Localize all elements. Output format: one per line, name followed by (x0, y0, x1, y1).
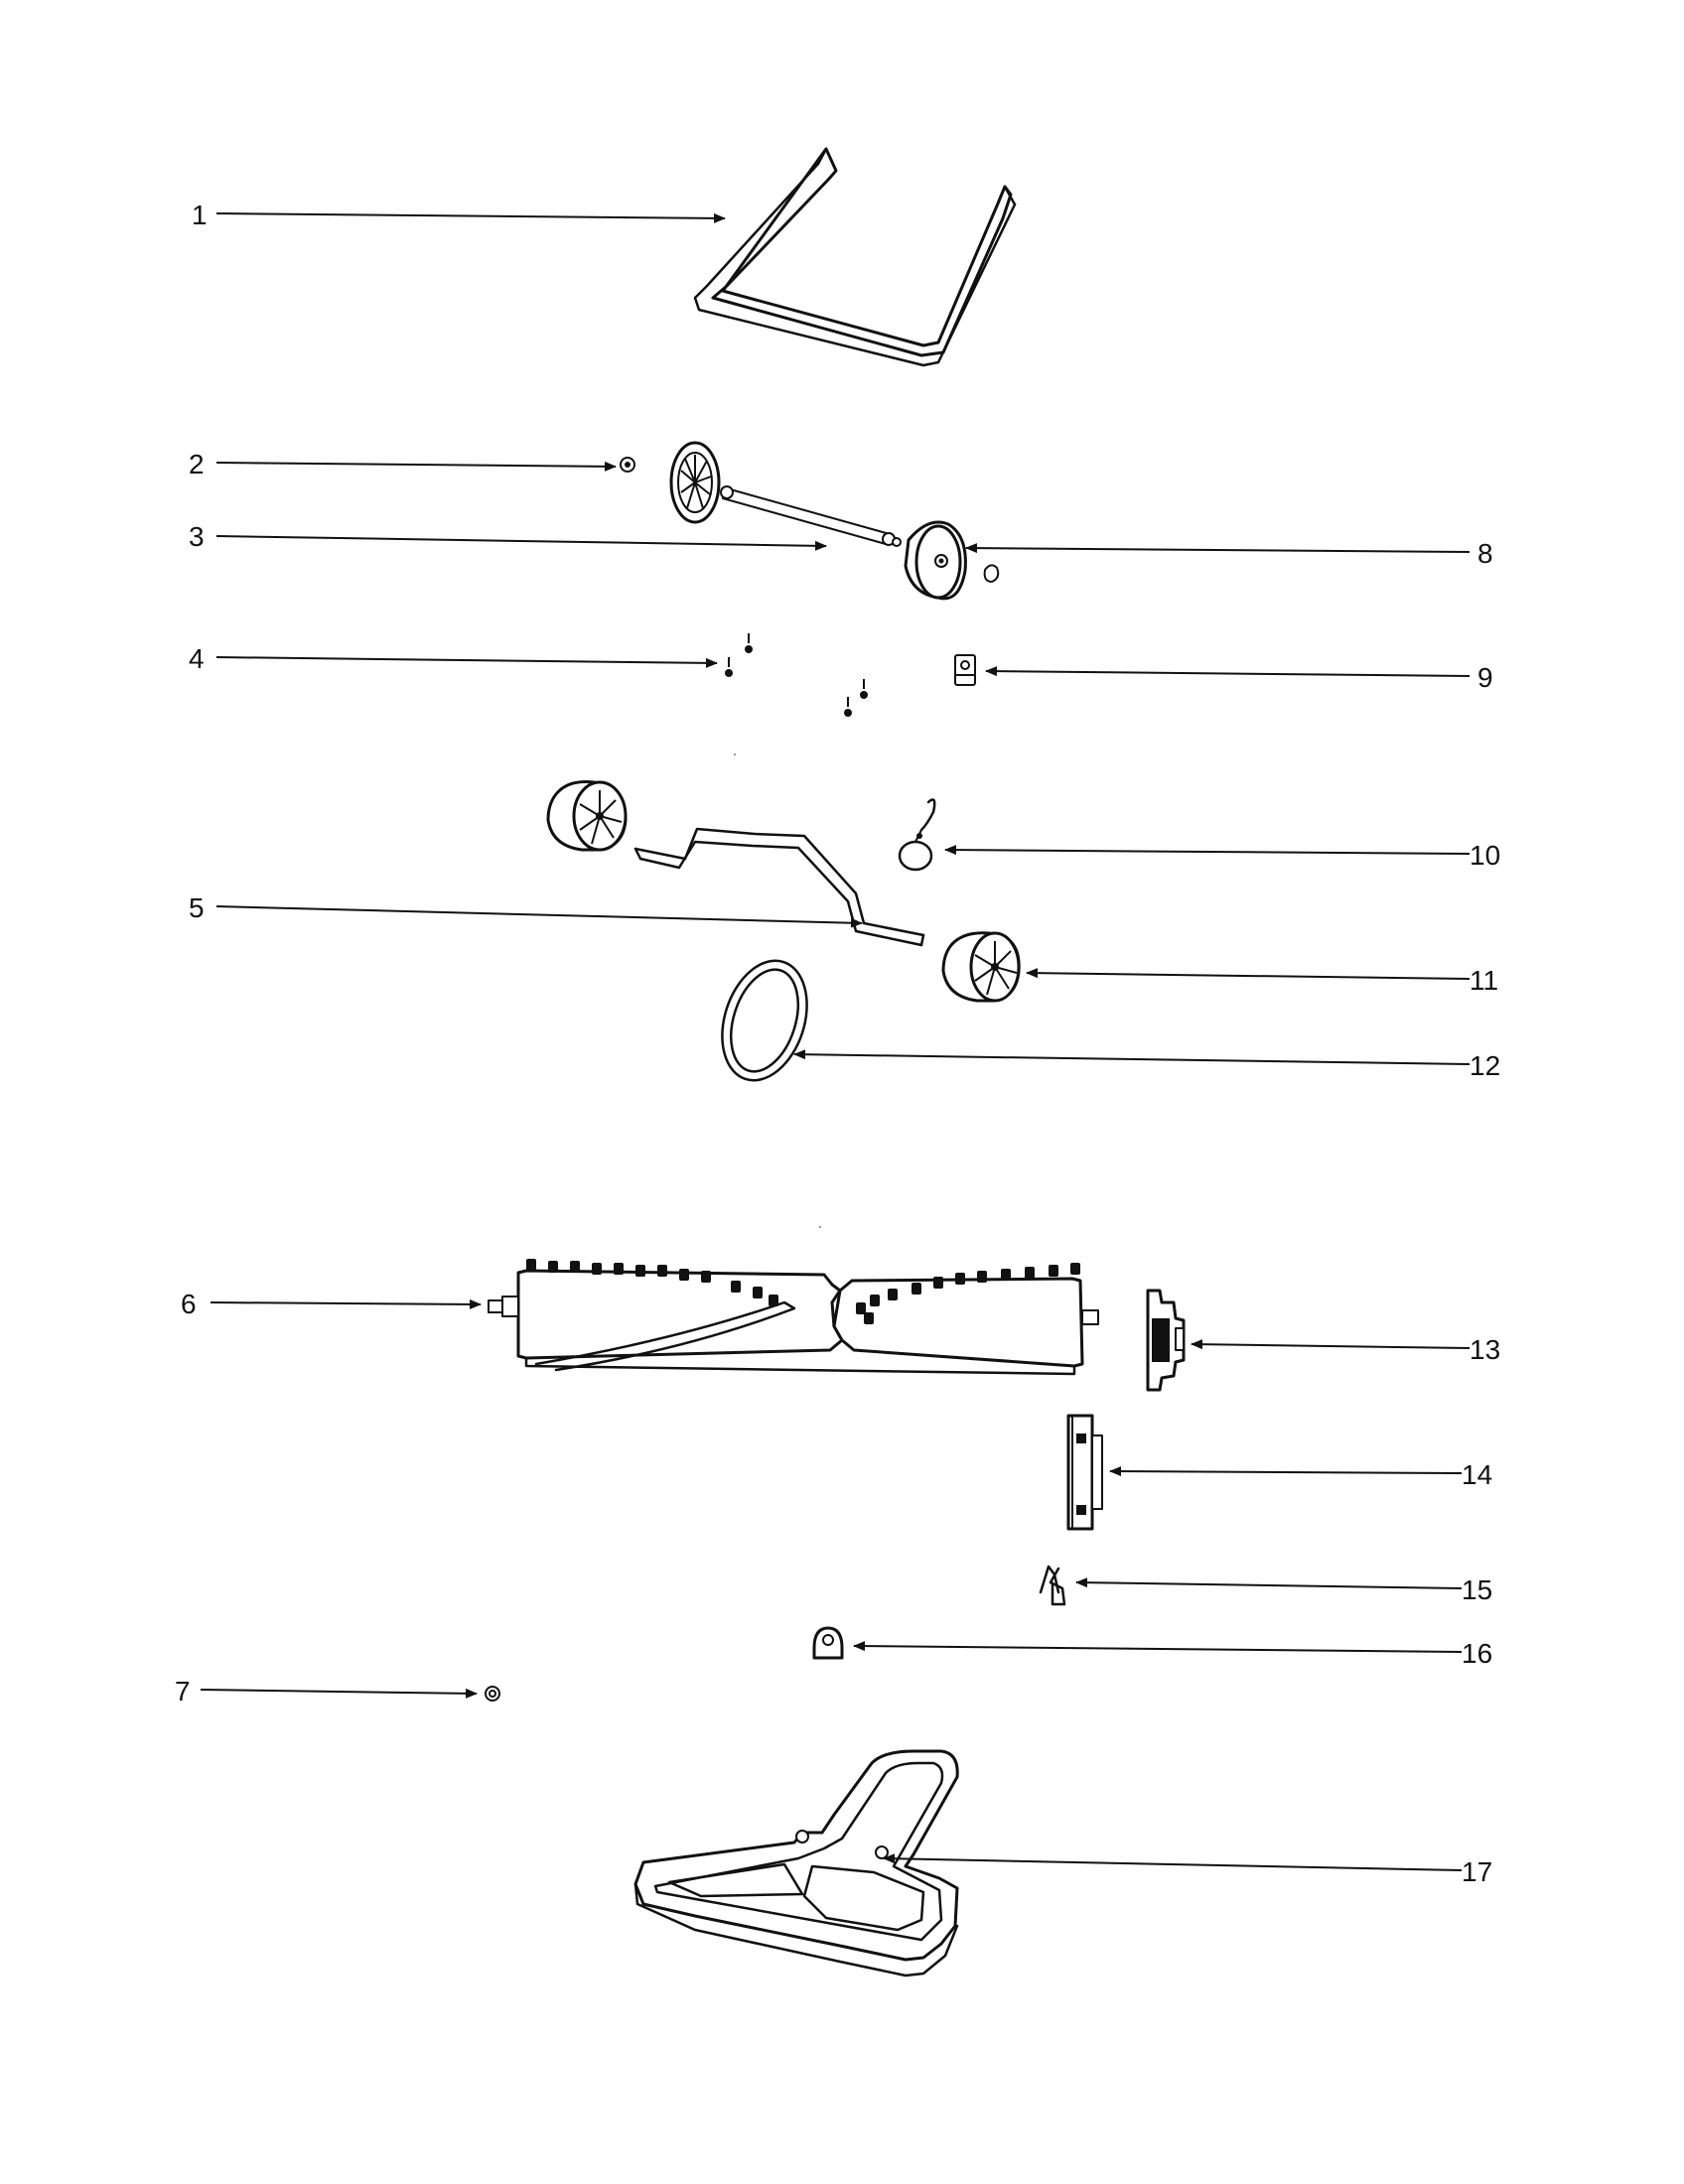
callout-number: 11 (1470, 965, 1498, 996)
part-5-adjust-rod (633, 827, 925, 947)
leader-14 (1109, 1466, 1463, 1477)
scan-speck (734, 753, 736, 755)
callout-number: 17 (1462, 1856, 1492, 1887)
part-17-bottom-plate (633, 1749, 959, 1978)
part-10-spring (898, 798, 936, 872)
callout-number: 4 (189, 643, 205, 674)
leader-8 (965, 543, 1471, 554)
leader-4 (215, 656, 718, 668)
part-9-clip (954, 654, 976, 686)
leader-1 (215, 212, 726, 223)
callout-number: 13 (1470, 1334, 1500, 1365)
leader-5 (215, 905, 863, 928)
part-13-end-cap (1146, 1289, 1186, 1392)
part-6-brushroll (488, 1259, 1099, 1376)
callout-number: 16 (1462, 1638, 1492, 1669)
part-4-screws (725, 633, 868, 717)
leader-15 (1075, 1577, 1463, 1589)
leader-9 (985, 666, 1471, 677)
callout-number: 7 (175, 1676, 191, 1706)
leader-10 (944, 845, 1471, 856)
callout-number: 2 (189, 449, 205, 479)
callout-number: 5 (189, 892, 205, 923)
leader-13 (1191, 1339, 1471, 1350)
leader-17 (883, 1853, 1463, 1871)
part-1-handle-bail (693, 147, 1017, 367)
part-2-nut (620, 457, 635, 473)
part-5-front-wheel-left (546, 780, 628, 852)
callout-number: 14 (1462, 1459, 1492, 1490)
callout-number: 6 (181, 1289, 197, 1319)
callout-number: 12 (1470, 1050, 1500, 1081)
callout-number: 3 (189, 521, 205, 552)
callout-number: 9 (1477, 662, 1493, 693)
leader-6 (210, 1298, 482, 1309)
leader-16 (853, 1641, 1463, 1653)
part-11-front-wheel (941, 931, 1021, 1003)
leader-7 (200, 1688, 478, 1699)
callout-number: 1 (192, 200, 208, 230)
leader-12 (793, 1049, 1471, 1065)
part-8-wheel (892, 520, 1000, 601)
callout-number: 8 (1477, 538, 1493, 569)
callout-number: 10 (1470, 840, 1500, 871)
leader-11 (1026, 968, 1471, 980)
leader-3 (215, 535, 827, 551)
part-16-tab (812, 1626, 844, 1660)
leader-2 (215, 461, 617, 472)
part-7-washer (485, 1686, 500, 1702)
part-15-clip (1039, 1565, 1066, 1606)
part-14-bearing-block (1066, 1414, 1103, 1531)
scan-speck (819, 1226, 821, 1228)
part-12-belt (721, 959, 808, 1082)
part-3-axle (669, 441, 896, 546)
callout-number: 15 (1462, 1574, 1492, 1605)
